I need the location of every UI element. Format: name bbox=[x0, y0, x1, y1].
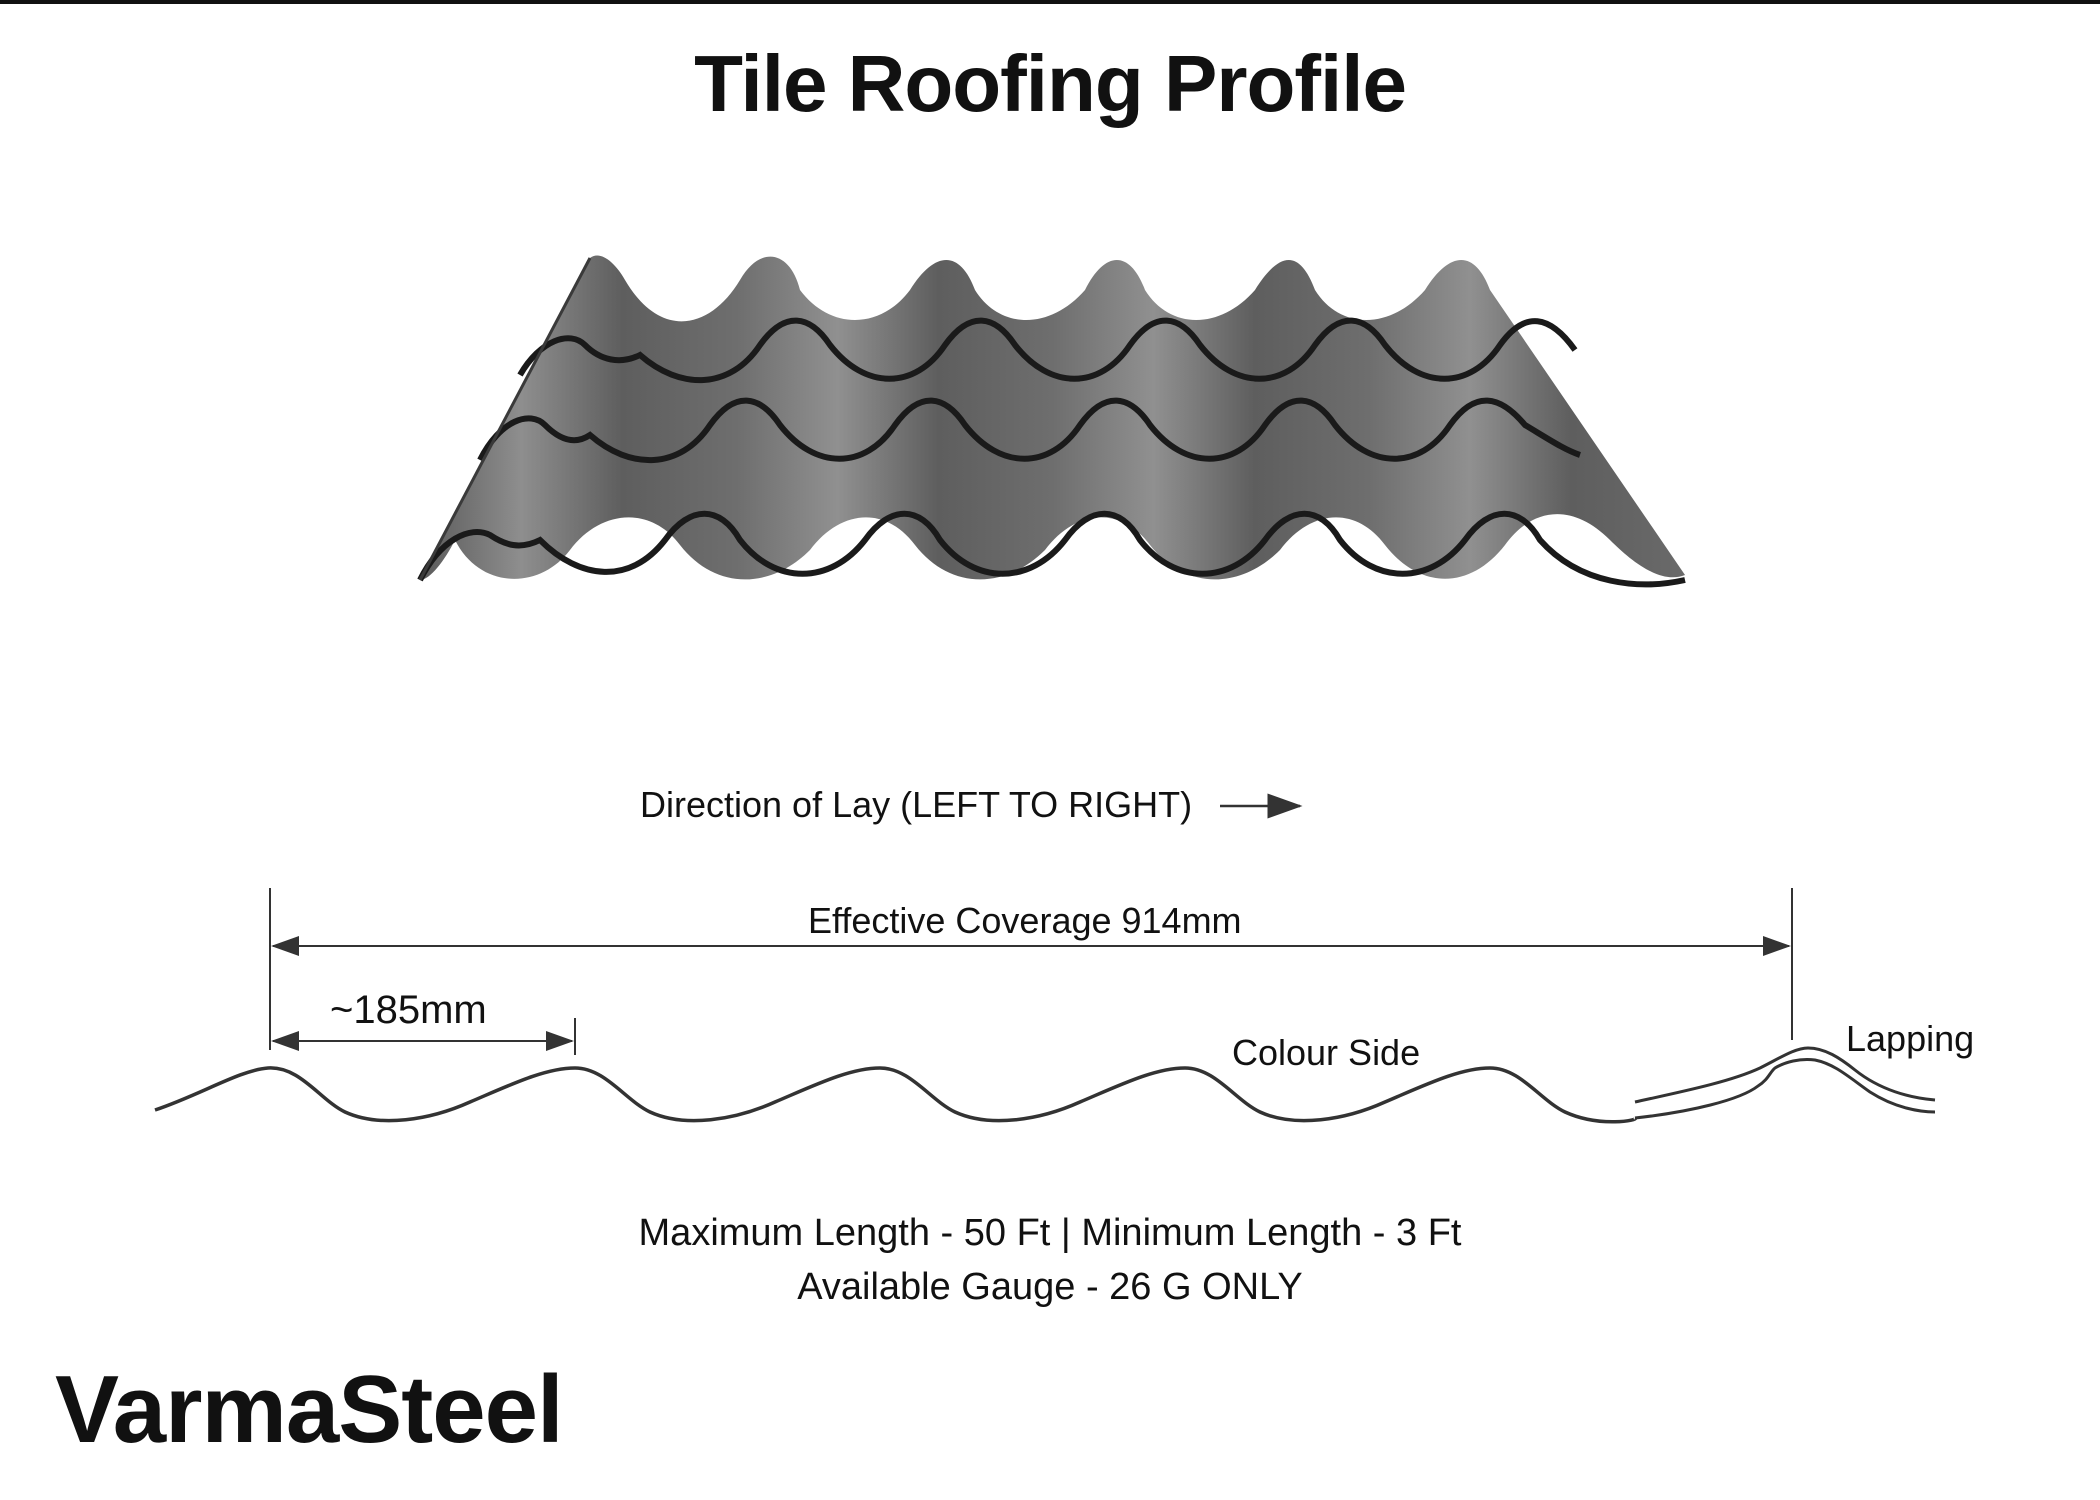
cross-section-profile bbox=[154, 1066, 1637, 1124]
tile-step-line bbox=[517, 317, 1578, 384]
roof-edge-highlight bbox=[418, 257, 592, 581]
roof-sheet-3d bbox=[420, 255, 1685, 581]
page-title: Tile Roofing Profile bbox=[694, 39, 1407, 128]
brand-logo: VarmaSteel bbox=[55, 1356, 564, 1463]
gauge-spec: Available Gauge - 26 G ONLY bbox=[797, 1266, 1303, 1308]
top-border bbox=[0, 0, 2100, 4]
colour-side-label: Colour Side bbox=[1232, 1032, 1421, 1073]
effective-coverage-label: Effective Coverage 914mm bbox=[808, 900, 1242, 941]
tile-step-line bbox=[417, 510, 1686, 588]
lapping-detail-upper bbox=[1634, 1046, 1936, 1104]
lapping-detail-lower bbox=[1634, 1058, 1936, 1120]
length-spec: Maximum Length - 50 Ft | Minimum Length … bbox=[638, 1212, 1462, 1254]
lapping-label: Lapping bbox=[1846, 1018, 1975, 1059]
pitch-dimension-label: ~185mm bbox=[330, 988, 487, 1032]
direction-of-lay-label: Direction of Lay (LEFT TO RIGHT) bbox=[640, 784, 1193, 825]
tile-step-line bbox=[477, 397, 1582, 464]
